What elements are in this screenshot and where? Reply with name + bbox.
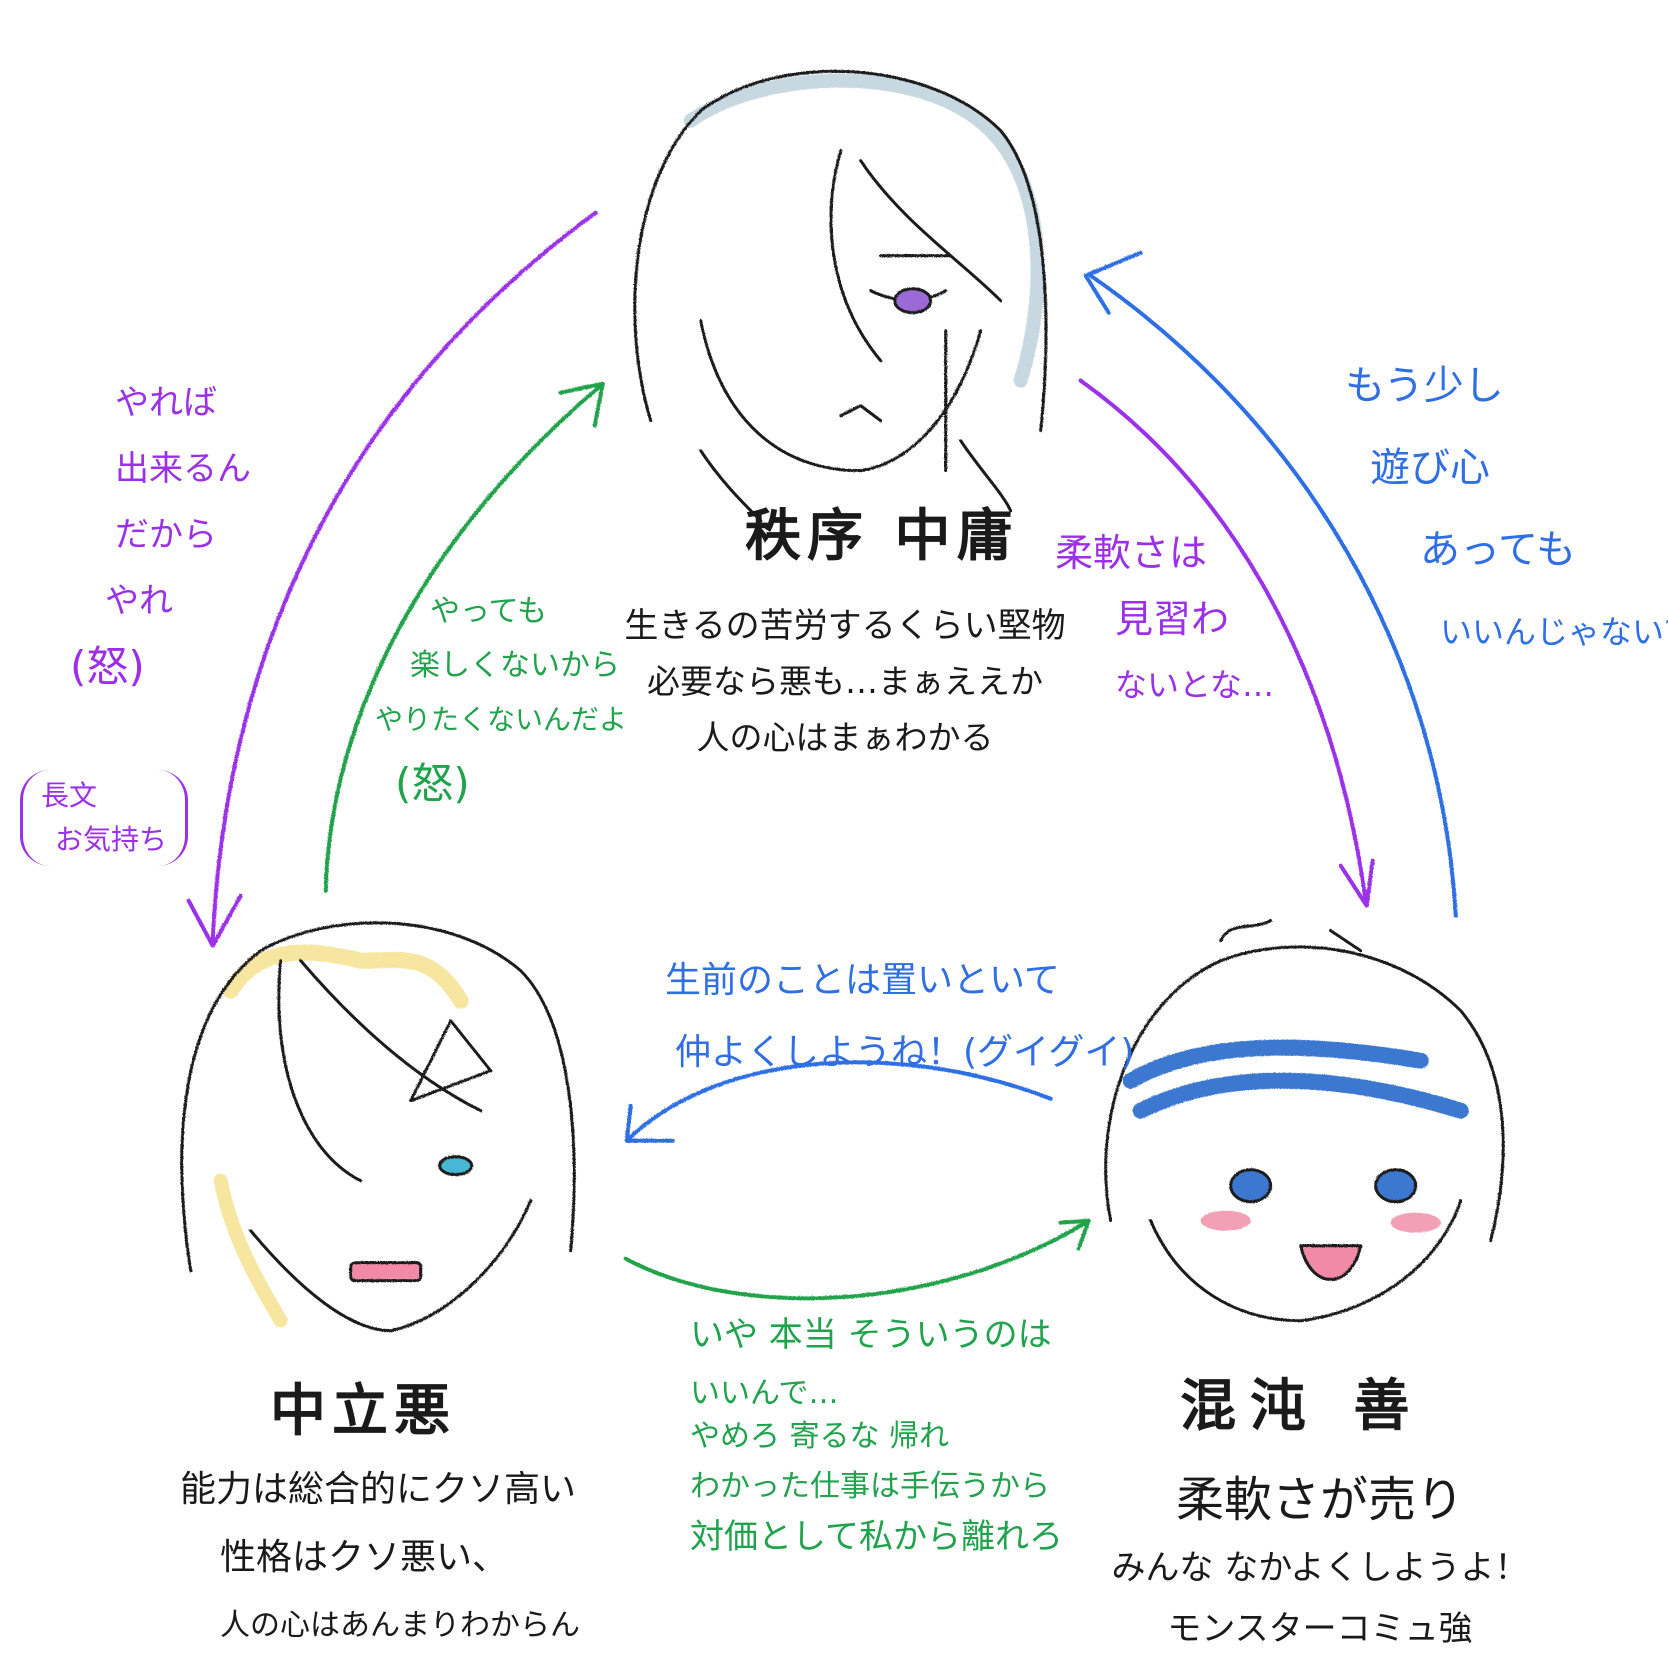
description-line: 柔軟さが売り (1175, 1472, 1464, 1528)
relation-line: 楽しくないから (410, 648, 620, 683)
description-line: 必要なら悪も…まぁええか (647, 662, 1043, 701)
relation-line: 仲よくしようね！(グイグイ) (675, 1032, 1135, 1073)
description-line: 性格はクソ悪い、 (220, 1537, 509, 1578)
chaotic-good-character-portrait (1103, 918, 1504, 1322)
arrow-left-to-right (623, 1218, 1090, 1300)
lawful-neutral-character-portrait (632, 69, 1047, 522)
relation-line: やりたくないんだよ (375, 703, 628, 736)
relation-line: もう少し (1345, 363, 1504, 409)
relation-top-to-left-text: やれば 出来るん だから やれ (怒) (70, 370, 251, 700)
description-line: 人の心はあんまりわからん (220, 1608, 580, 1643)
relation-line: いいんじゃない? (1440, 613, 1668, 651)
relation-top-to-left-aside: 長文 お気持ち (20, 770, 189, 866)
relation-top-to-right-text: 柔軟さは 見習わ ないとな… (1055, 520, 1274, 718)
relation-line: やっても (430, 594, 547, 629)
relation-line: 長文 (41, 779, 98, 812)
relation-line: (怒) (70, 642, 145, 691)
relation-line: いや 本当 そういうのは (690, 1315, 1052, 1355)
relation-right-to-top-text: もう少し 遊び心 あっても いいんじゃない? (1345, 345, 1668, 673)
top-character-description: 生きるの苦労するくらい堅物 必要なら悪も…まぁええか 人の心はまぁわかる (605, 598, 1085, 759)
description-line: モンスターコミュ強 (1167, 1609, 1473, 1649)
right-character-description: 柔軟さが売り みんな なかよくしようよ！ モンスターコミュ強 (1090, 1460, 1550, 1650)
relation-line: お気持ち (55, 823, 168, 856)
relation-line: やれ (105, 581, 173, 621)
description-line: 人の心はまぁわかる (696, 718, 994, 757)
arrow-top-to-right (1078, 378, 1374, 907)
top-character-alignment: 秩序 中庸 (745, 504, 1019, 569)
relation-line: ないとな… (1115, 666, 1275, 704)
neutral-evil-character-portrait (179, 920, 575, 1332)
relation-line: 対価として私から離れろ (690, 1517, 1063, 1557)
relation-line: やめろ 寄るな 帰れ (690, 1419, 950, 1454)
relation-line: 遊び心 (1370, 445, 1490, 491)
relation-left-to-top-text: やっても 楽しくないから やりたくないんだよ (怒) (375, 585, 627, 811)
relation-line: だから (115, 515, 217, 555)
arrow-left-to-top (323, 381, 604, 892)
relation-right-to-left-text: 生前のことは置いといて 仲よくしようね！(グイグイ) (665, 945, 1134, 1089)
relation-left-to-right-text: いや 本当 そういうのは いいんで… やめろ 寄るな 帰れ わかった仕事は手伝う… (690, 1310, 1063, 1562)
relation-line: 出来るん (115, 449, 251, 489)
relation-line: わかった仕事は手伝うから (690, 1469, 1050, 1504)
description-line: 能力は総合的にクソ高い (180, 1469, 577, 1510)
arrow-right-to-top (1083, 250, 1457, 917)
description-line: 生きるの苦労するくらい堅物 (624, 606, 1066, 646)
arrow-right-to-left (624, 1059, 1052, 1142)
relation-line: 生前のことは置いといて (665, 960, 1060, 1001)
right-character-alignment: 混沌 善 (1180, 1374, 1424, 1439)
relation-line: いいんで… (690, 1376, 839, 1411)
relation-line: (怒) (395, 759, 470, 808)
description-line: みんな なかよくしようよ！ (1111, 1548, 1529, 1588)
relation-line: あっても (1420, 527, 1576, 573)
relation-line: 見習わ (1115, 597, 1230, 641)
left-character-description: 能力は総合的にクソ高い 性格はクソ悪い、 人の心はあんまりわからん (180, 1460, 580, 1644)
relation-line: やれば (115, 383, 217, 423)
arrow-top-to-left (186, 210, 597, 947)
relation-line: 柔軟さは (1055, 531, 1208, 575)
left-character-alignment: 中立悪 (270, 1379, 456, 1444)
